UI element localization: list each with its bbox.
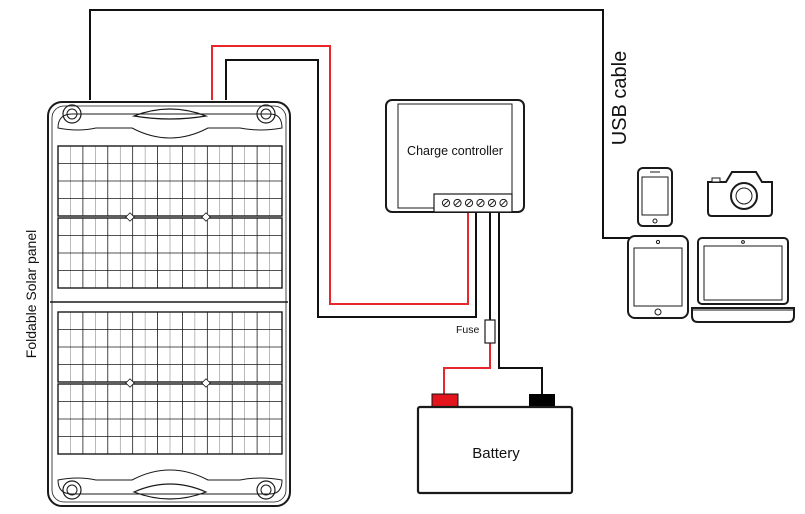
panel-negative-wire [225, 59, 477, 318]
terminal-slot [443, 200, 449, 206]
fuse-icon [484, 319, 496, 344]
tablet-icon [627, 235, 689, 319]
module-joint [201, 212, 211, 222]
smartphone-icon [637, 167, 673, 227]
terminal-slot [477, 200, 484, 206]
battery-negative-wire [498, 212, 543, 398]
charge-controller-label: Charge controller [407, 144, 503, 158]
controller-terminals [441, 198, 508, 208]
terminal-slot [500, 200, 507, 206]
foldable-solar-panel [47, 101, 291, 507]
panel-positive-wire [211, 45, 469, 305]
usb-cable-label: USB cable [609, 51, 631, 146]
terminal-slot [489, 200, 495, 206]
battery-positive-wire-red [443, 343, 491, 398]
module-joint [125, 212, 135, 222]
battery-label: Battery [472, 445, 520, 462]
laptop-icon [691, 237, 795, 323]
module-joint [125, 378, 135, 388]
solar-panel-label: Foldable Solar panel [23, 230, 39, 358]
camera-icon [707, 171, 773, 217]
wiring [89, 9, 630, 398]
fuse-label: Fuse [456, 324, 480, 336]
battery-icon [416, 393, 574, 495]
solar-cells [57, 145, 283, 455]
terminal-slot [466, 200, 472, 206]
usb-cable-wire [89, 9, 630, 239]
module-joint [201, 378, 211, 388]
terminal-slot [454, 200, 461, 206]
charge-controller [385, 99, 525, 213]
